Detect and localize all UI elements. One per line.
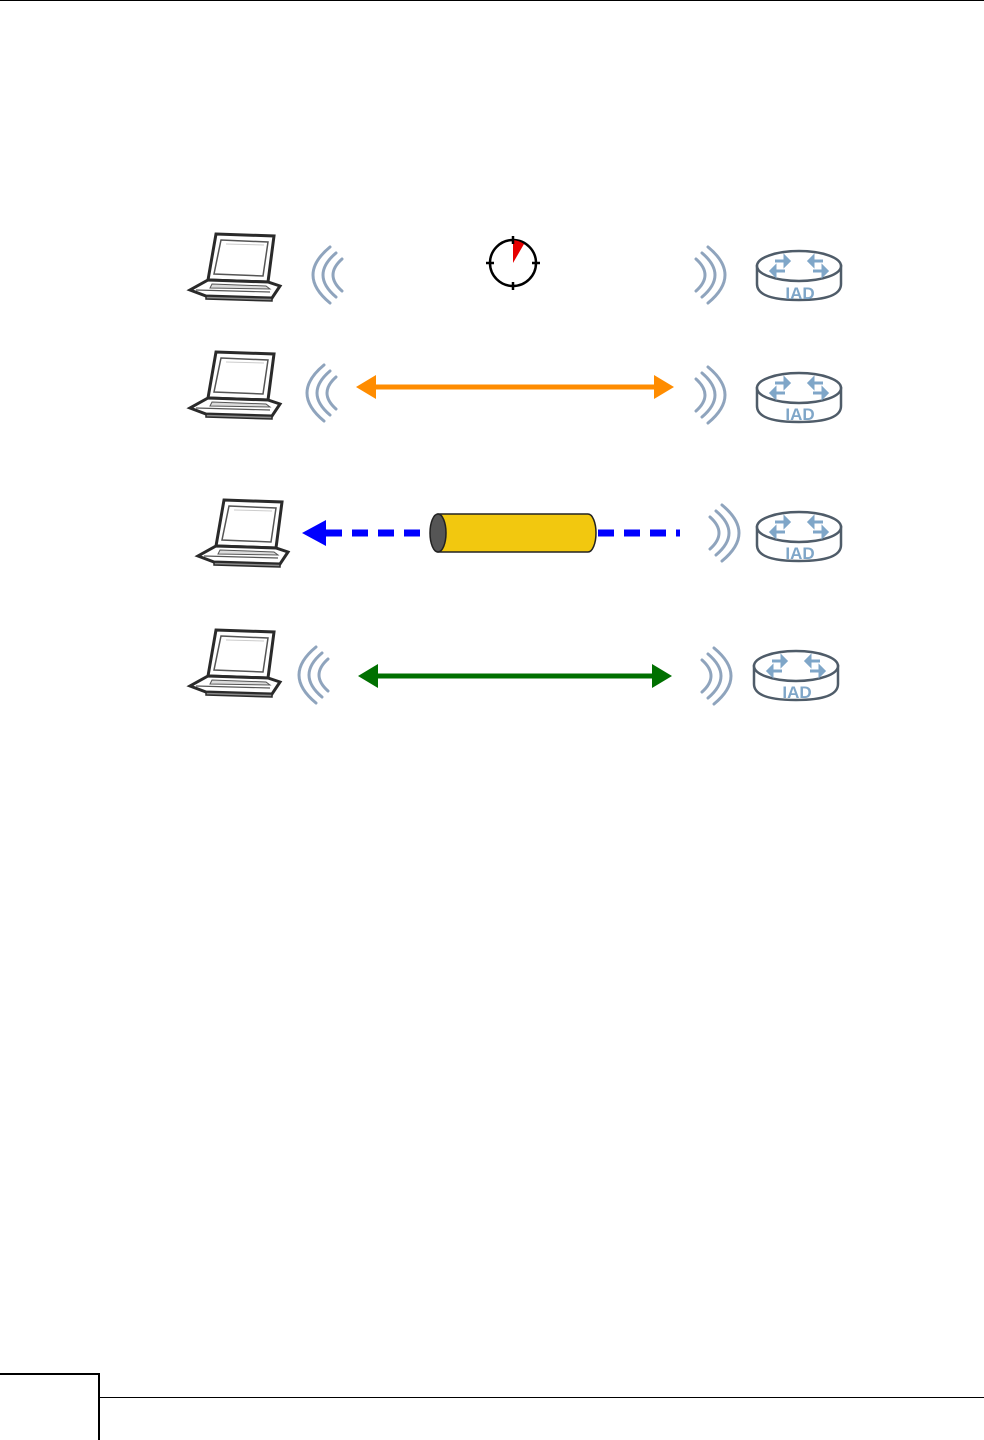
svg-text:IAD: IAD bbox=[785, 544, 814, 563]
timer-icon bbox=[486, 236, 540, 290]
router-iad-icon: IAD bbox=[757, 373, 841, 424]
orange-double-arrow bbox=[356, 375, 674, 399]
wireless-waves-icon bbox=[307, 365, 336, 421]
wireless-waves-icon bbox=[313, 247, 342, 303]
row-timer: IAD bbox=[190, 234, 841, 303]
laptop-icon bbox=[198, 500, 288, 567]
router-iad-icon: IAD bbox=[754, 651, 838, 702]
footer-rule bbox=[100, 1397, 984, 1398]
laptop-icon bbox=[190, 352, 280, 419]
wireless-waves-icon bbox=[299, 647, 328, 703]
wireless-waves-icon bbox=[702, 648, 731, 704]
page-number-box bbox=[0, 1373, 100, 1440]
router-iad-icon: IAD bbox=[757, 251, 841, 303]
green-double-arrow bbox=[358, 664, 672, 688]
wireless-waves-icon bbox=[710, 505, 739, 561]
tunnel-icon bbox=[430, 514, 596, 552]
laptop-icon bbox=[190, 630, 280, 697]
wireless-waves-icon bbox=[696, 247, 725, 303]
row-orange-link: IAD bbox=[190, 352, 841, 424]
svg-text:IAD: IAD bbox=[785, 405, 814, 424]
laptop-icon bbox=[190, 234, 280, 301]
svg-text:IAD: IAD bbox=[782, 683, 811, 702]
row-green-link: IAD bbox=[190, 630, 838, 704]
svg-text:IAD: IAD bbox=[785, 284, 814, 303]
router-iad-icon: IAD bbox=[757, 512, 841, 563]
wireless-waves-icon bbox=[696, 367, 725, 423]
row-tunnel: IAD bbox=[198, 500, 841, 567]
